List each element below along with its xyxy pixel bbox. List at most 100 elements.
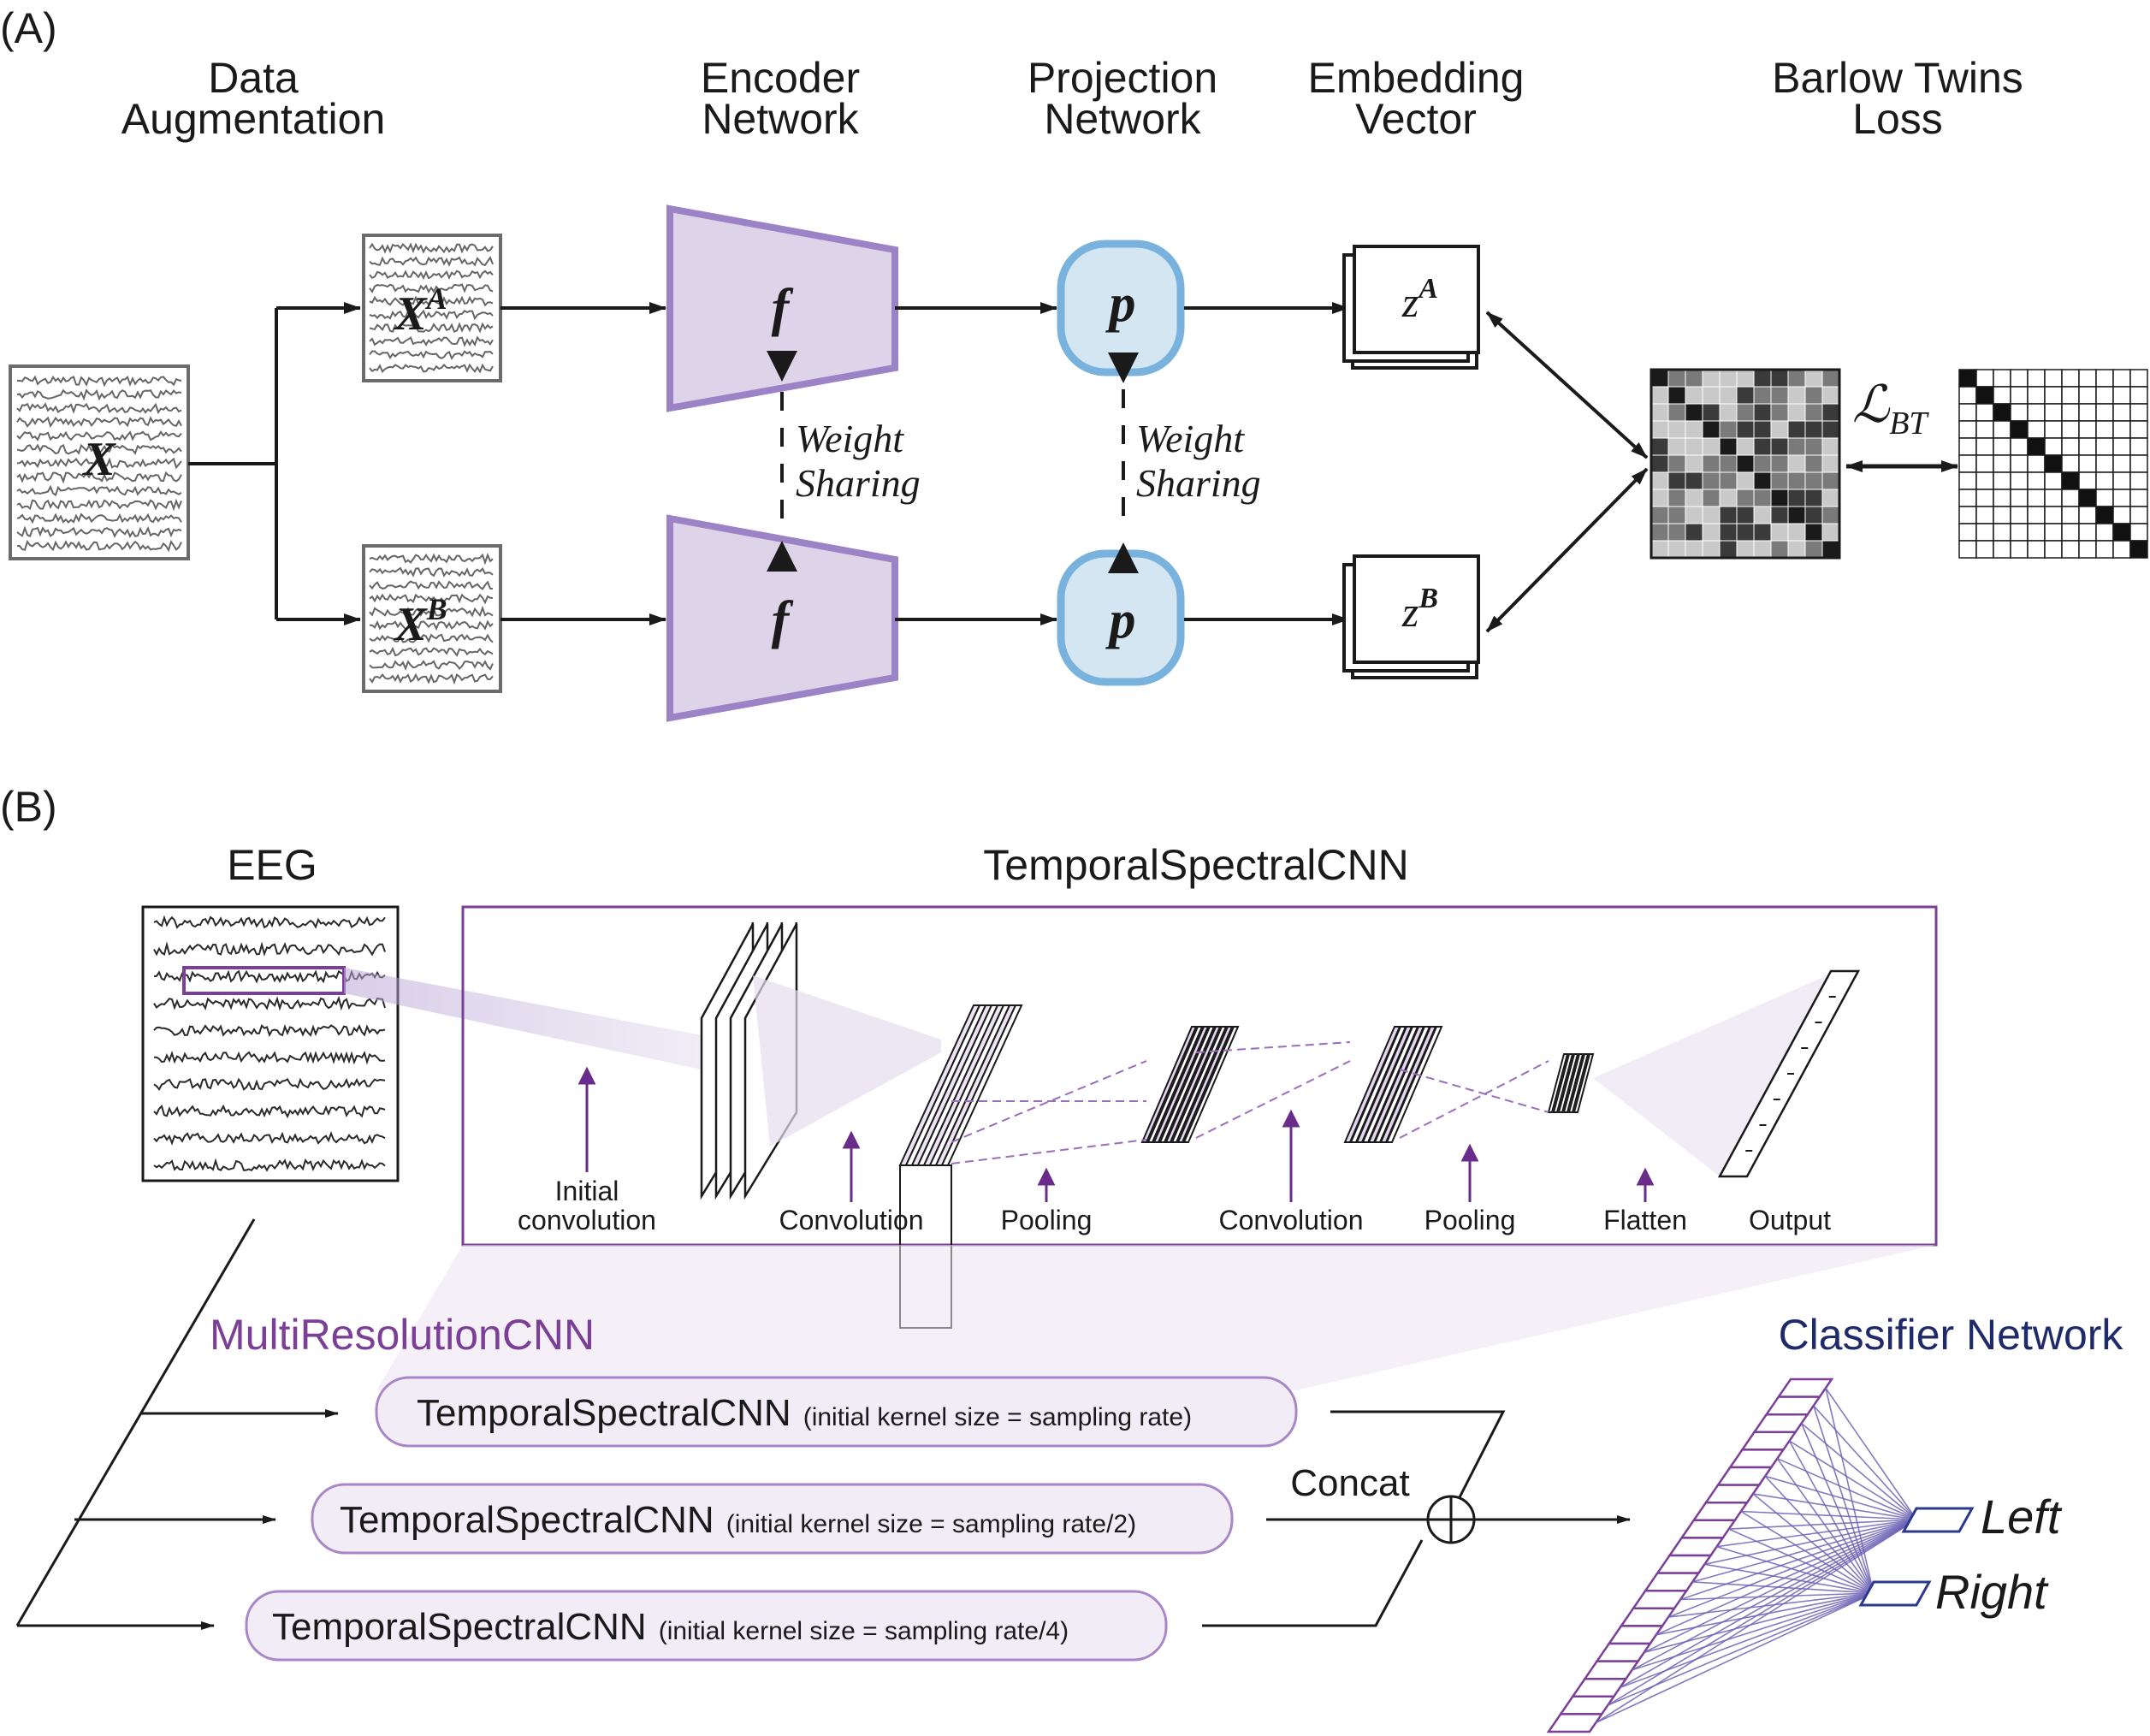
identity-cell bbox=[2027, 403, 2046, 422]
svg-text:Loss: Loss bbox=[1852, 95, 1943, 143]
matrix-cell bbox=[1736, 506, 1755, 524]
view-b-symbol: XB bbox=[393, 592, 447, 651]
identity-cell bbox=[2061, 540, 2080, 559]
identity-cell bbox=[2112, 489, 2131, 507]
fc-connection bbox=[1595, 1519, 1917, 1724]
matrix-cell bbox=[1787, 471, 1806, 490]
identity-cell bbox=[1993, 386, 2011, 405]
identity-cell bbox=[2078, 540, 2097, 559]
matrix-cell bbox=[1770, 420, 1789, 439]
matrix-cell bbox=[1787, 420, 1806, 439]
eeg-trace bbox=[16, 498, 182, 512]
fc-connection bbox=[1692, 1519, 1917, 1583]
fc-connection bbox=[1788, 1440, 1875, 1594]
eeg-trace bbox=[369, 283, 494, 294]
classifier-input-cell bbox=[1703, 1484, 1762, 1504]
pool1-sheet bbox=[1140, 1026, 1198, 1143]
matrix-cell bbox=[1736, 420, 1755, 439]
matrix-cell bbox=[1702, 471, 1721, 490]
branch-3-name: TemporalSpectralCNN bbox=[272, 1606, 647, 1648]
identity-cell bbox=[2095, 420, 2114, 439]
matrix-cell bbox=[1804, 369, 1823, 388]
pool1-sheet bbox=[1176, 1026, 1234, 1143]
matrix-cell bbox=[1770, 471, 1789, 490]
identity-cell bbox=[1975, 540, 1994, 559]
output-fan bbox=[1593, 974, 1852, 1176]
eeg-trace bbox=[369, 335, 494, 347]
projector-top: p bbox=[1057, 240, 1185, 383]
matrix-cell bbox=[1650, 420, 1669, 439]
tscnn-layers bbox=[700, 921, 1861, 1329]
matrix-cell bbox=[1821, 386, 1840, 405]
identity-cell bbox=[2010, 523, 2029, 542]
fc-connection bbox=[1801, 1422, 1917, 1520]
embedding-stack-a bbox=[1342, 245, 1480, 370]
matrix-cell bbox=[1667, 403, 1686, 422]
concat-symbol bbox=[1426, 1495, 1476, 1544]
matrix-cell bbox=[1821, 523, 1840, 542]
matrix-cell bbox=[1770, 506, 1789, 524]
fc-connection bbox=[1679, 1519, 1917, 1601]
eeg-trace bbox=[153, 1104, 386, 1119]
identity-cell bbox=[2044, 454, 2063, 473]
matrix-cell bbox=[1804, 471, 1823, 490]
matrix-cell bbox=[1821, 420, 1840, 439]
layer-connector bbox=[1195, 1060, 1351, 1139]
label-convolution-2: Convolution bbox=[1219, 1205, 1364, 1235]
identity-cell bbox=[2027, 420, 2046, 439]
pool2-sheet bbox=[1562, 1053, 1584, 1113]
matrix-cell bbox=[1736, 454, 1755, 473]
embedding-stack-b bbox=[1342, 554, 1480, 679]
fc-connection bbox=[1789, 1440, 1917, 1520]
matrix-cell bbox=[1685, 523, 1703, 542]
identity-cell bbox=[1993, 471, 2011, 490]
identity-cell bbox=[2078, 523, 2097, 542]
identity-cell bbox=[2095, 437, 2114, 456]
eeg-trace bbox=[153, 1077, 386, 1092]
matrix-cell bbox=[1787, 403, 1806, 422]
encoder-to-projector-arrows bbox=[895, 302, 1057, 625]
multiresolution-title: MultiResolutionCNN bbox=[210, 1311, 595, 1359]
eeg-trace bbox=[16, 457, 182, 470]
identity-cell bbox=[1993, 540, 2011, 559]
tscnn-to-branch-funnel bbox=[376, 1245, 1936, 1390]
pool2-sheet bbox=[1573, 1053, 1595, 1113]
eeg-trace bbox=[369, 270, 494, 281]
augmented-view-a: XA bbox=[362, 234, 502, 382]
matrix-cell bbox=[1702, 489, 1721, 507]
matrix-cell bbox=[1821, 471, 1840, 490]
identity-cell bbox=[2061, 506, 2080, 524]
projector-to-embedding-arrows bbox=[1184, 302, 1349, 625]
matrix-cell bbox=[1702, 506, 1721, 524]
encoder-weight-sharing-line1: Weight bbox=[796, 417, 904, 460]
matrix-cell bbox=[1804, 420, 1823, 439]
label-flatten: Flatten bbox=[1603, 1205, 1687, 1235]
eeg-trace bbox=[369, 363, 494, 374]
matrix-cell bbox=[1702, 437, 1721, 456]
eeg-signal-panel bbox=[141, 905, 400, 1182]
matrix-cell bbox=[1667, 420, 1686, 439]
identity-cell bbox=[2027, 386, 2046, 405]
cross-correlation-matrix bbox=[1650, 368, 1841, 560]
matrix-cell bbox=[1702, 386, 1721, 405]
matrix-cell bbox=[1804, 454, 1823, 473]
matrix-cell bbox=[1685, 506, 1703, 524]
matrix-cell bbox=[1804, 489, 1823, 507]
fc-connection bbox=[1704, 1519, 1917, 1566]
matrix-cell bbox=[1650, 540, 1669, 559]
barlow-twins-loss-symbol: ℒBT bbox=[1852, 376, 1929, 441]
classifier-input-cell bbox=[1655, 1554, 1713, 1574]
layer-connector bbox=[951, 1060, 1147, 1143]
matrix-cell bbox=[1685, 540, 1703, 559]
identity-cell bbox=[1993, 523, 2011, 542]
identity-cell bbox=[2095, 540, 2114, 559]
identity-cell bbox=[2027, 540, 2046, 559]
classifier-input-cell bbox=[1752, 1413, 1810, 1434]
classifier-input-cell bbox=[1776, 1378, 1834, 1398]
eeg-trace bbox=[369, 322, 494, 334]
matrix-cell bbox=[1685, 454, 1703, 473]
layer-connector bbox=[1399, 1069, 1549, 1113]
matrix-cell bbox=[1667, 386, 1686, 405]
pool2-sheet bbox=[1547, 1053, 1569, 1113]
